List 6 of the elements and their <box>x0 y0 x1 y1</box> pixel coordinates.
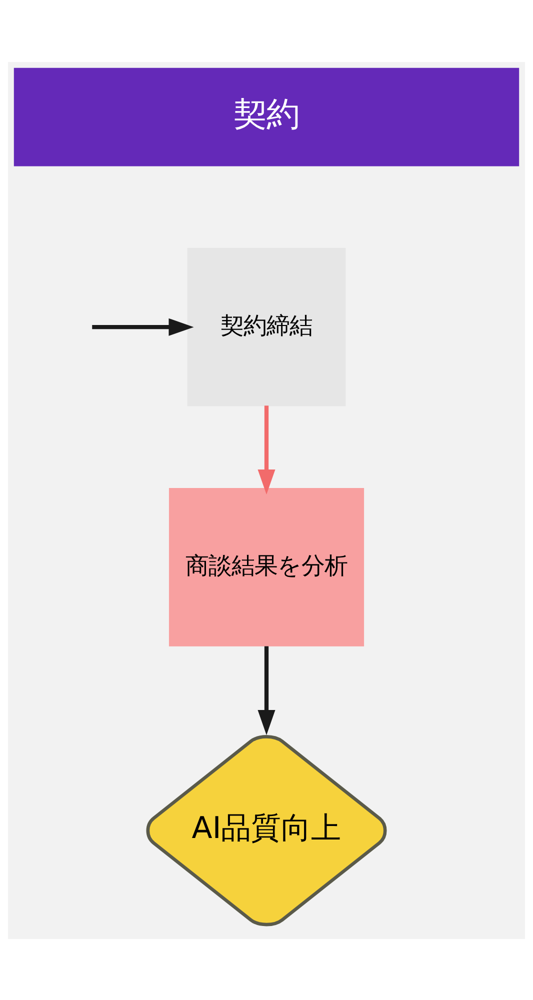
arrow <box>92 318 194 336</box>
node-box: 契約 <box>14 67 520 166</box>
node-box: 契約締結 <box>187 247 346 406</box>
arrow <box>258 646 276 735</box>
arrow <box>258 405 276 494</box>
node-box: 商談結果を分析 <box>168 488 364 646</box>
